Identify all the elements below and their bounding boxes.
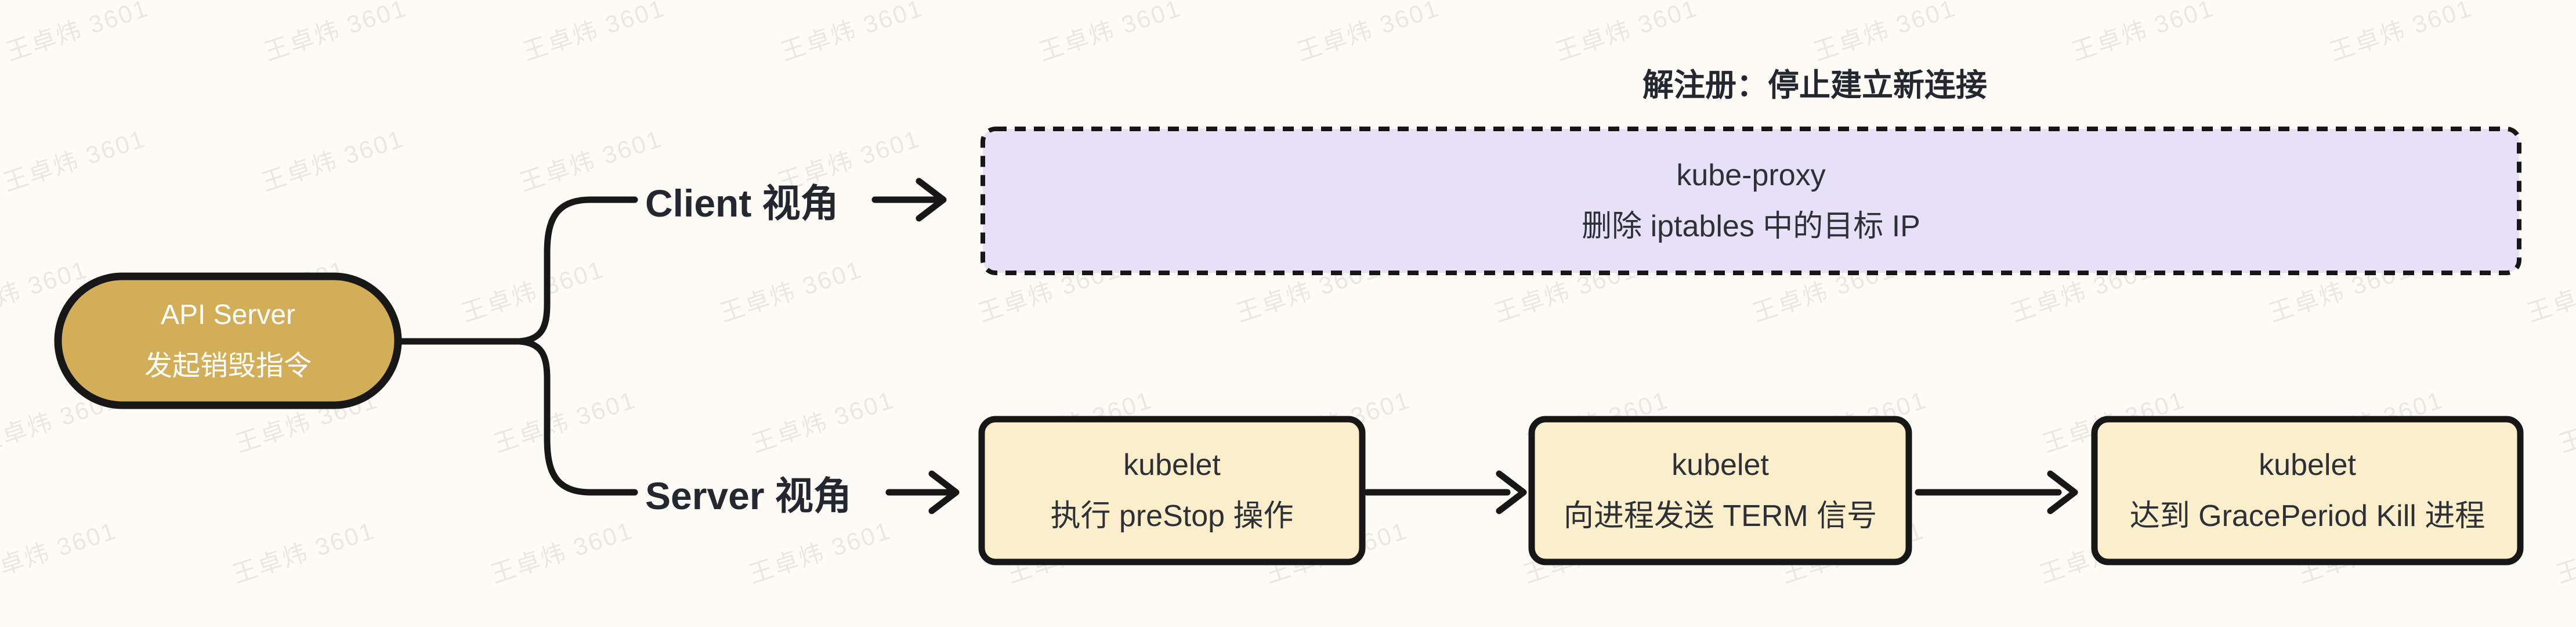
arrow-server-head <box>928 470 960 514</box>
client-annotation: 解注册：停止建立新连接 <box>1642 68 1987 103</box>
server-step2: kubelet 向进程发送 TERM 信号 <box>1532 419 1909 562</box>
server-step1: kubelet 执行 preStop 操作 <box>982 419 1362 562</box>
server-step3: kubelet 达到 GracePeriod Kill 进程 <box>2094 419 2520 562</box>
client-node-shape <box>981 127 2521 275</box>
server-step1-line2: 执行 preStop 操作 <box>1050 499 1294 533</box>
client-branch-label: Client 视角 <box>645 182 839 225</box>
server-step2-line2: 向进程发送 TERM 信号 <box>1563 499 1877 533</box>
root-node-line2: 发起销毁指令 <box>144 351 312 381</box>
arrow-step1-step2-head <box>1496 470 1527 514</box>
server-step3-shape <box>2091 416 2524 565</box>
arrow-client-head <box>916 178 947 222</box>
server-step1-shape <box>978 416 1366 565</box>
root-node-shape <box>54 272 402 409</box>
arrow-step2-step3-head <box>2047 470 2078 514</box>
server-step3-line2: 达到 GracePeriod Kill 进程 <box>2129 499 2485 533</box>
client-node-line1: kube-proxy <box>1676 158 1826 192</box>
client-node-line2: 删除 iptables 中的目标 IP <box>1582 210 1920 243</box>
server-branch-label: Server 视角 <box>645 474 852 517</box>
server-step2-shape <box>1528 416 1912 565</box>
server-step2-line1: kubelet <box>1671 448 1769 482</box>
client-node: kube-proxy 删除 iptables 中的目标 IP <box>983 129 2519 273</box>
connector-server-branch <box>515 338 638 496</box>
root-node-line1: API Server <box>160 300 296 330</box>
connector-client-branch <box>515 196 638 345</box>
server-step3-line1: kubelet <box>2259 448 2356 482</box>
root-node: API Server 发起销毁指令 <box>58 276 398 405</box>
server-step1-line1: kubelet <box>1123 448 1221 482</box>
